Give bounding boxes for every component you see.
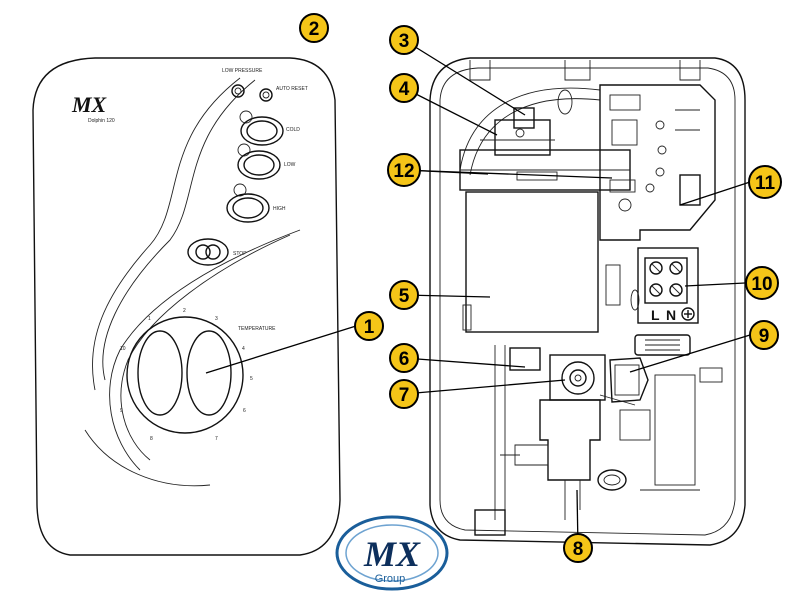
callout-11: 11 xyxy=(748,165,782,199)
flow-valve xyxy=(509,347,649,406)
svg-text:LOW PRESSURE: LOW PRESSURE xyxy=(222,68,263,74)
svg-text:7: 7 xyxy=(399,385,410,406)
auto-reset-button[interactable]: AUTO RESET xyxy=(259,86,308,102)
callout-12: 12 xyxy=(387,153,421,187)
svg-text:HIGH: HIGH xyxy=(273,206,286,212)
svg-text:4: 4 xyxy=(242,346,245,352)
svg-text:TEMPERATURE: TEMPERATURE xyxy=(238,326,276,332)
callout-10: 10 xyxy=(745,266,779,300)
svg-text:MX: MX xyxy=(363,534,421,574)
svg-text:10: 10 xyxy=(751,274,772,295)
callout-2: 2 xyxy=(299,13,329,43)
callout-4: 4 xyxy=(389,73,419,103)
thermal-cutout xyxy=(480,107,555,156)
svg-text:1: 1 xyxy=(148,316,151,322)
svg-text:N: N xyxy=(666,307,676,323)
callout-8: 8 xyxy=(563,533,593,563)
cold-button[interactable]: COLD xyxy=(239,110,300,146)
svg-text:AUTO RESET: AUTO RESET xyxy=(276,86,308,92)
internal-unit: L N xyxy=(429,57,746,546)
temperature-dial[interactable]: TEMPERATURE 1 2 3 4 5 6 7 8 9 10 xyxy=(120,308,276,442)
svg-text:7: 7 xyxy=(215,436,218,442)
svg-text:2: 2 xyxy=(183,308,186,314)
front-mx-logo: MX Dolphin 120 xyxy=(71,92,115,124)
svg-text:3: 3 xyxy=(399,31,410,52)
svg-text:6: 6 xyxy=(399,349,410,370)
terminal-block: L N xyxy=(605,247,699,324)
mx-group-logo: MX Group xyxy=(335,515,449,591)
svg-text:8: 8 xyxy=(573,539,584,560)
svg-text:12: 12 xyxy=(393,161,414,182)
svg-text:MX: MX xyxy=(71,92,108,117)
svg-text:5: 5 xyxy=(399,286,410,307)
svg-text:Dolphin 120: Dolphin 120 xyxy=(88,118,115,124)
callout-6: 6 xyxy=(389,343,419,373)
svg-text:8: 8 xyxy=(150,436,153,442)
svg-text:5: 5 xyxy=(250,376,253,382)
svg-text:4: 4 xyxy=(399,79,410,100)
svg-text:11: 11 xyxy=(755,173,776,194)
svg-text:COLD: COLD xyxy=(286,127,300,133)
pcb xyxy=(599,84,716,241)
callout-1: 1 xyxy=(354,311,384,341)
high-button[interactable]: HIGH xyxy=(226,183,286,223)
svg-text:6: 6 xyxy=(243,408,246,414)
svg-text:LOW: LOW xyxy=(284,162,296,168)
inlet-assembly xyxy=(474,345,700,536)
svg-text:9: 9 xyxy=(759,326,770,347)
callout-5: 5 xyxy=(389,280,419,310)
front-cover: MX Dolphin 120 LOW PRESSURE AUTO RESET C… xyxy=(32,57,341,556)
stop-button[interactable]: STOP xyxy=(187,238,247,266)
low-pressure-indicator[interactable]: LOW PRESSURE xyxy=(222,68,263,98)
callout-3: 3 xyxy=(389,25,419,55)
svg-text:10: 10 xyxy=(120,346,126,352)
low-button[interactable]: LOW xyxy=(237,143,296,180)
svg-text:1: 1 xyxy=(364,317,375,338)
svg-text:Group: Group xyxy=(375,573,406,585)
svg-text:3: 3 xyxy=(215,316,218,322)
svg-text:STOP: STOP xyxy=(233,251,247,257)
svg-text:9: 9 xyxy=(120,408,123,414)
callout-7: 7 xyxy=(389,379,419,409)
callout-9: 9 xyxy=(749,320,779,350)
leader-lines xyxy=(205,39,751,549)
svg-text:2: 2 xyxy=(309,19,320,40)
svg-text:L: L xyxy=(651,307,660,323)
